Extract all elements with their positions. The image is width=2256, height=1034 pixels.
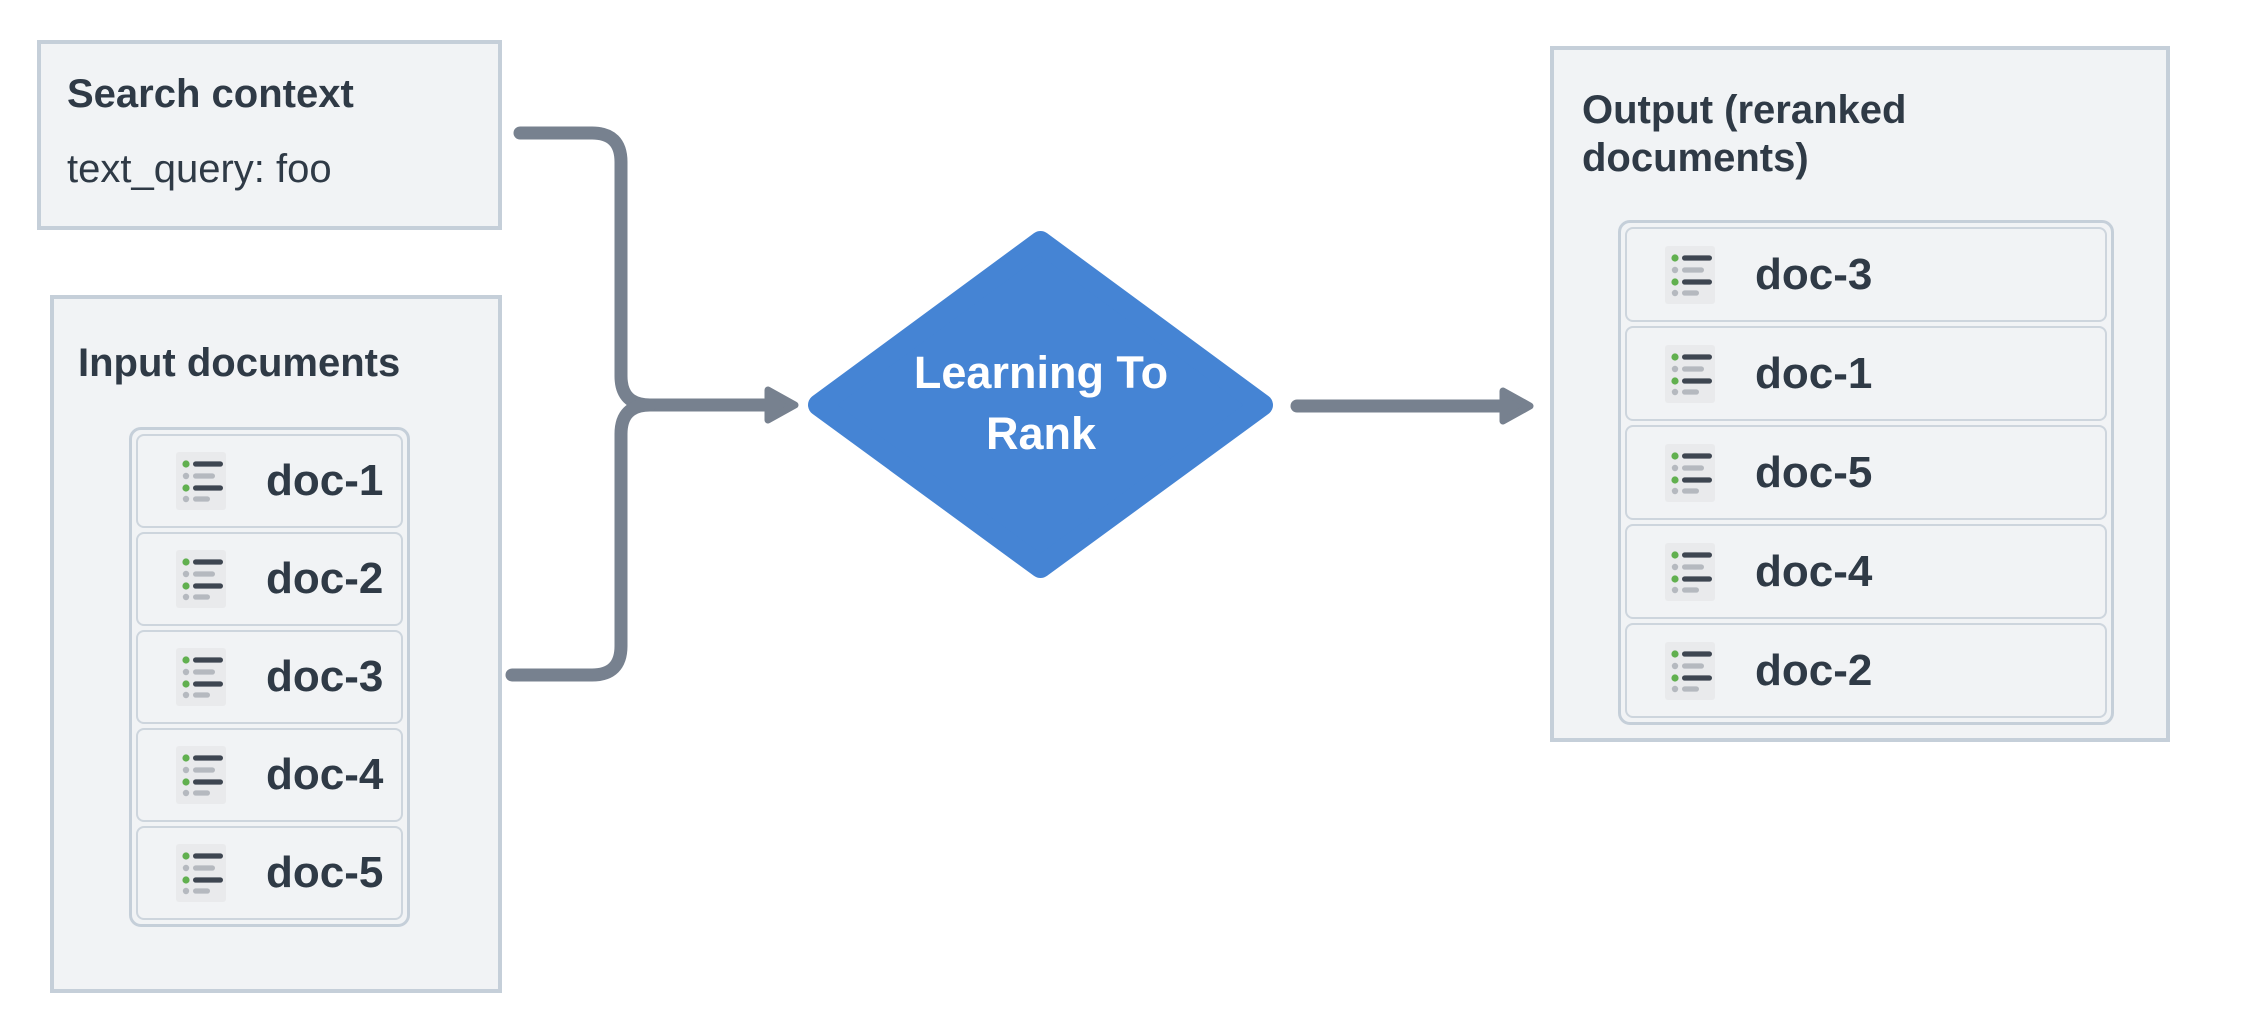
- document-card: doc-4: [136, 728, 403, 822]
- document-label: doc-3: [1755, 249, 1873, 299]
- bulleted-list-icon: [176, 550, 226, 608]
- document-label: doc-2: [266, 554, 384, 603]
- document-card: doc-1: [1625, 326, 2107, 421]
- bulleted-list-icon: [1665, 543, 1715, 601]
- learning-to-rank-diamond: [808, 231, 1273, 578]
- document-card: doc-4: [1625, 524, 2107, 619]
- document-label: doc-4: [1755, 546, 1873, 596]
- input-documents-node: Input documents doc-1 doc-2 doc-3 doc-4 …: [50, 295, 502, 993]
- bulleted-list-icon: [176, 648, 226, 706]
- input-documents-title: Input documents: [78, 341, 401, 385]
- process-label-line2: Rank: [985, 408, 1097, 459]
- search-context-title: Search context: [67, 72, 354, 116]
- bulleted-list-icon: [1665, 642, 1715, 700]
- bulleted-list-icon: [1665, 246, 1715, 304]
- bulleted-list-icon: [176, 746, 226, 804]
- document-label: doc-4: [266, 750, 384, 799]
- bulleted-list-icon: [1665, 345, 1715, 403]
- search-context-query: text_query: foo: [67, 147, 332, 191]
- bulleted-list-icon: [176, 452, 226, 510]
- output-node: Output (reranked documents) doc-3 doc-1 …: [1550, 46, 2170, 742]
- document-label: doc-2: [1755, 645, 1873, 695]
- document-label: doc-5: [1755, 447, 1873, 497]
- connector-search-to-rank: [513, 126, 771, 412]
- arrowhead-into-rank: [764, 386, 799, 424]
- document-label: doc-5: [266, 848, 384, 897]
- document-card: doc-3: [136, 630, 403, 724]
- arrowhead-into-output: [1499, 387, 1534, 425]
- bulleted-list-icon: [1665, 444, 1715, 502]
- document-card: doc-5: [1625, 425, 2107, 520]
- document-card: doc-3: [1625, 227, 2107, 322]
- search-context-node: Search context text_query: foo: [37, 40, 502, 230]
- document-label: doc-1: [1755, 348, 1873, 398]
- output-title: Output (reranked documents): [1582, 88, 1907, 180]
- document-card: doc-5: [136, 826, 403, 920]
- document-card: doc-2: [136, 532, 403, 626]
- document-label: doc-3: [266, 652, 384, 701]
- input-document-list: doc-1 doc-2 doc-3 doc-4 doc-5: [129, 427, 410, 927]
- process-label: Learning To Rank: [880, 342, 1202, 464]
- connector-inputs-to-rank: [505, 398, 657, 682]
- output-document-list: doc-3 doc-1 doc-5 doc-4 doc-2: [1618, 220, 2114, 725]
- bulleted-list-icon: [176, 844, 226, 902]
- document-card: doc-1: [136, 434, 403, 528]
- document-label: doc-1: [266, 456, 384, 505]
- process-label-line1: Learning To: [913, 347, 1169, 398]
- document-card: doc-2: [1625, 623, 2107, 718]
